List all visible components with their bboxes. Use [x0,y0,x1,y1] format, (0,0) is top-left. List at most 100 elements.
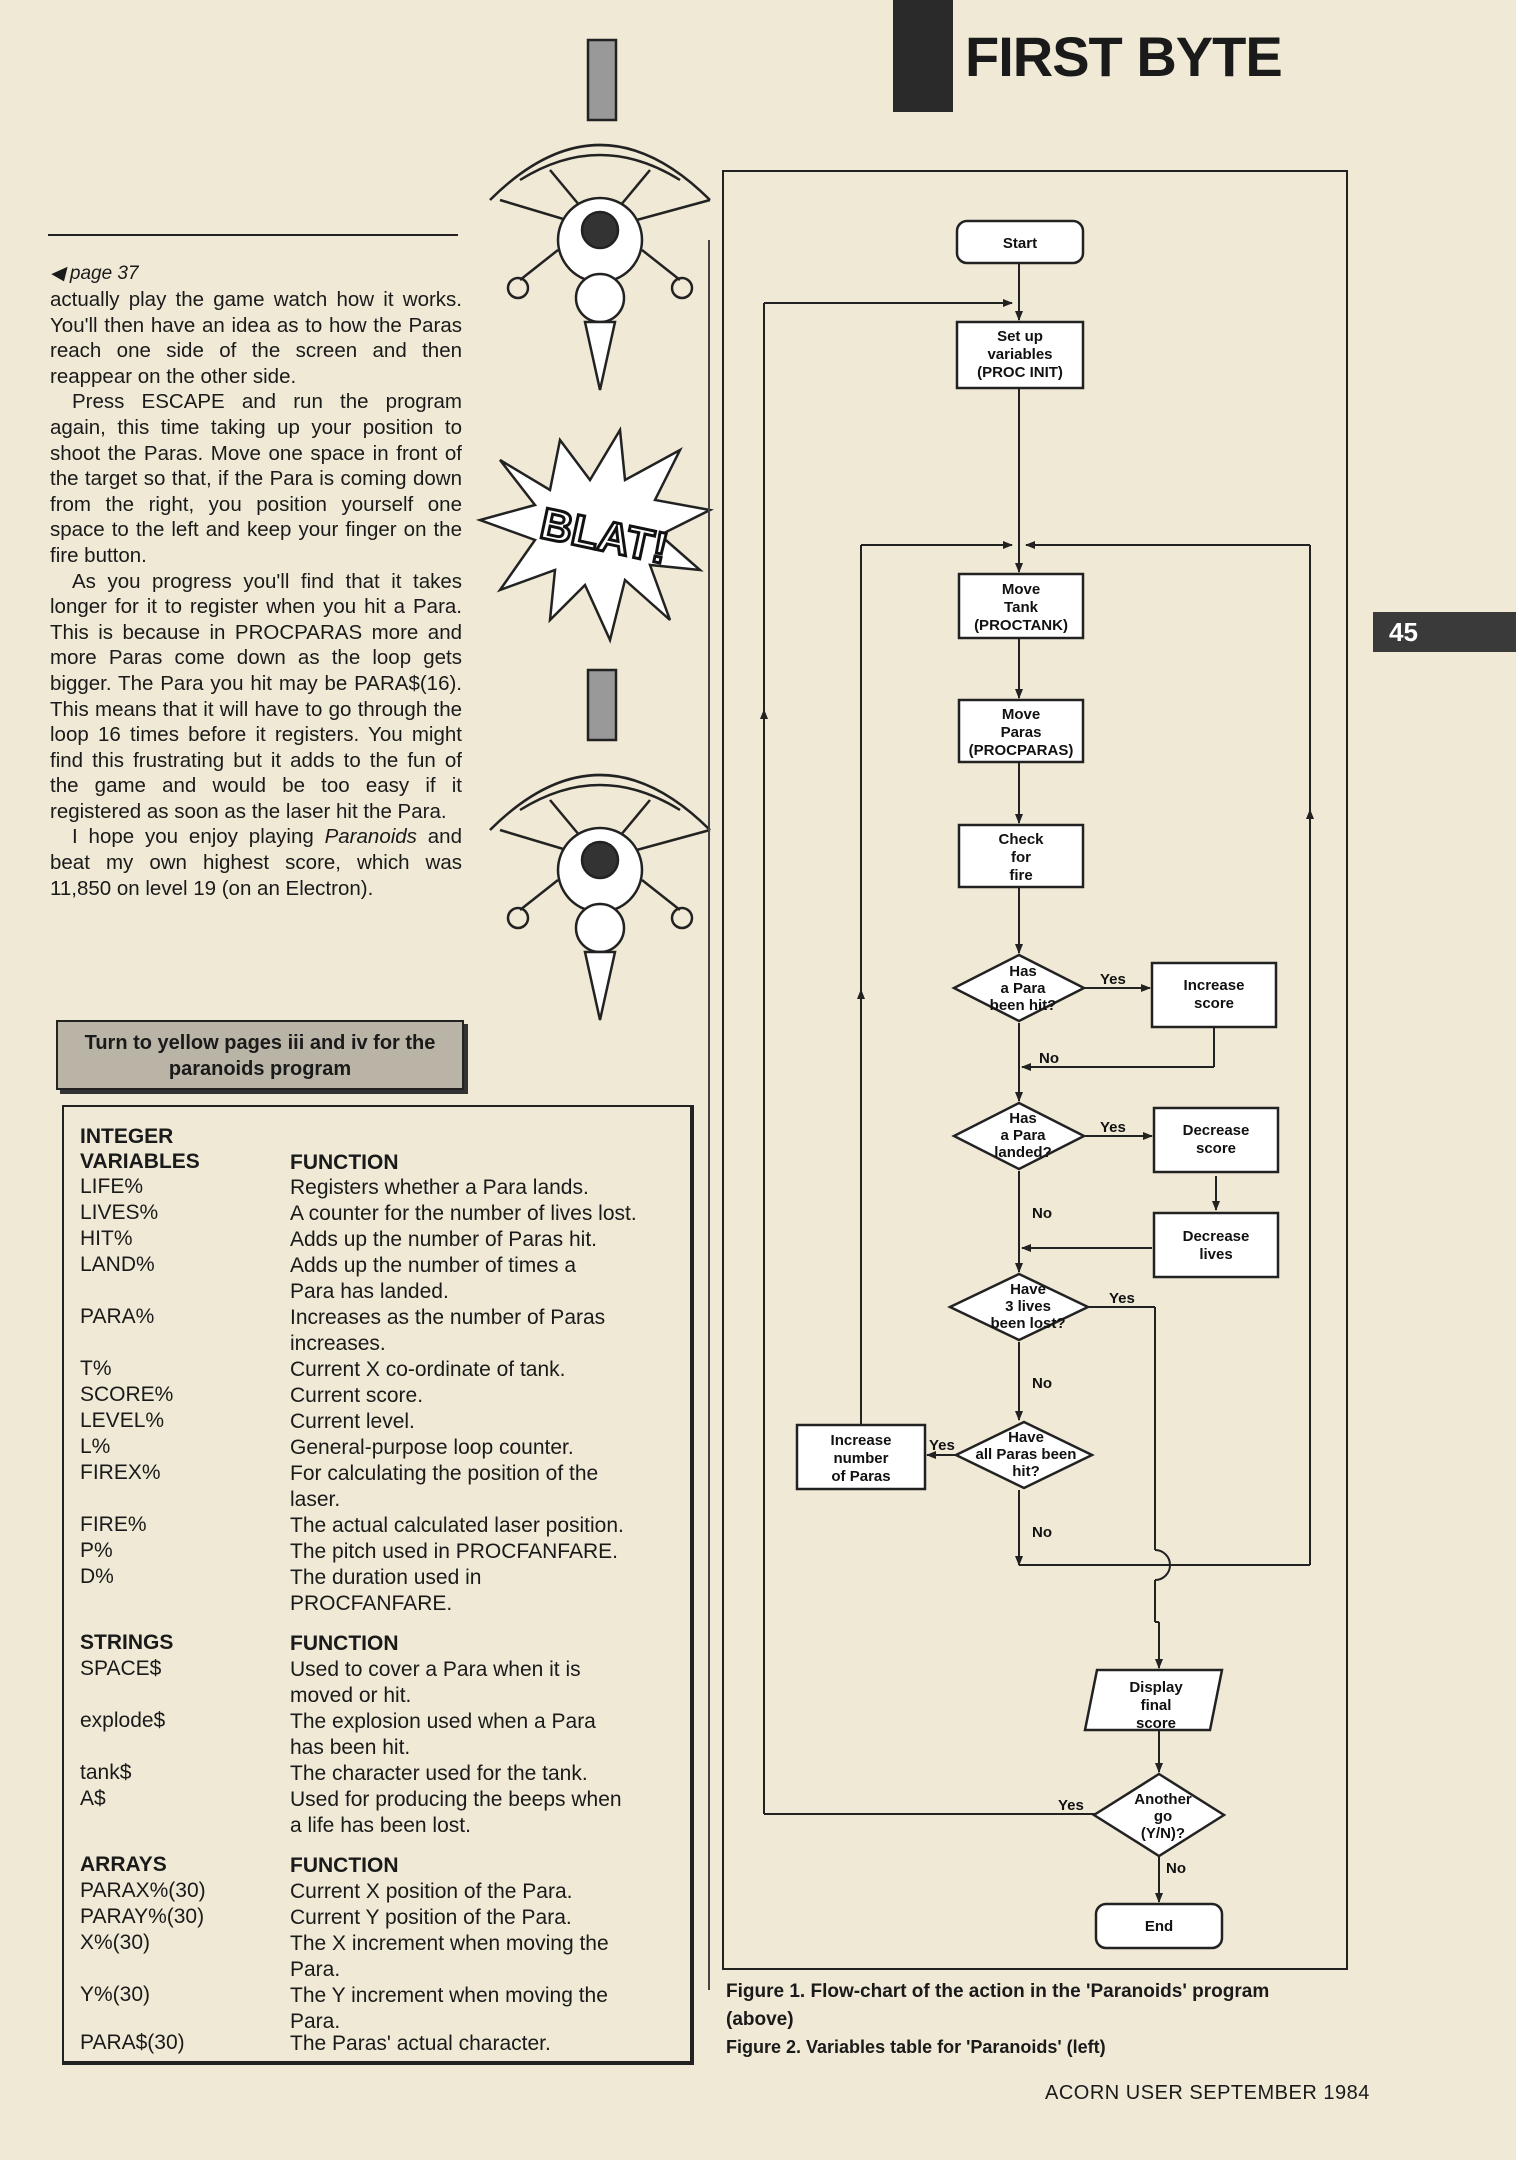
strings-heading: STRINGS [80,1631,174,1654]
svg-text:Decrease: Decrease [1183,1122,1250,1139]
svg-text:Yes: Yes [1100,971,1126,988]
start-label: Start [1003,235,1037,252]
svg-text:Move: Move [1002,706,1040,723]
svg-text:Display: Display [1129,1679,1183,1696]
increase-score-box [1150,961,1278,1029]
increase-paras-box [795,1423,927,1491]
svg-text:score: score [1196,1140,1236,1157]
svg-text:No: No [1032,1205,1052,1222]
svg-text:hit?: hit? [1012,1463,1040,1480]
svg-text:Move: Move [1002,581,1040,598]
svg-text:Yes: Yes [1100,1119,1126,1136]
landed-decision [951,1101,1087,1171]
paratrooper-illustrations: BLAT! [475,38,714,1021]
svg-text:been lost?: been lost? [990,1315,1065,1332]
flow-lines [760,263,1314,1903]
svg-text:Increase: Increase [1184,977,1245,994]
display-score-box [1083,1668,1224,1732]
end-terminal [1094,1902,1224,1950]
svg-text:fire: fire [1009,867,1032,884]
page-footer: ACORN USER SEPTEMBER 1984 [1045,2082,1370,2104]
figure-2-caption: Figure 2. Variables table for 'Paranoids… [726,2037,1106,2057]
section-title: FIRST BYTE [965,25,1283,88]
flow-branch-labels: Yes No Yes No Yes No Yes No Yes No [929,971,1186,1877]
header-bar [893,0,953,112]
article-paragraph-closing: I hope you enjoy playing Paranoids and b… [50,825,462,900]
svg-text:(PROC INIT): (PROC INIT) [977,364,1063,381]
move-tank-box [957,572,1085,640]
svg-text:of Paras: of Paras [831,1468,890,1485]
svg-text:Another: Another [1134,1791,1192,1808]
svg-text:Has: Has [1009,963,1037,980]
svg-text:Decrease: Decrease [1183,1228,1250,1245]
article-paragraph: Press ESCAPE and run the program again, … [50,390,462,567]
flowchart: Start Set up variables (PROC INIT) Move … [760,219,1314,1950]
svg-text:Has: Has [1009,1110,1037,1127]
svg-text:go: go [1154,1808,1172,1825]
svg-text:landed?: landed? [994,1144,1052,1161]
svg-text:Paras: Paras [1001,724,1042,741]
another-go-decision [1091,1772,1227,1858]
svg-text:(Y/N)?: (Y/N)? [1141,1825,1185,1842]
svg-text:No: No [1032,1524,1052,1541]
svg-text:Have: Have [1008,1429,1044,1446]
svg-text:number: number [833,1450,888,1467]
lives-decision [947,1272,1091,1342]
svg-text:all Paras been: all Paras been [976,1446,1077,1463]
article-paragraph: As you progress you'll find that it take… [50,569,462,823]
svg-text:lives: lives [1199,1246,1232,1263]
svg-text:final: final [1141,1697,1172,1714]
svg-text:Have: Have [1010,1281,1046,1298]
all-paras-decision [953,1420,1095,1490]
paratrooper-illustration-bottom [489,668,711,1021]
page-reference: ◀ page 37 [50,263,139,284]
arrays-heading: ARRAYS [80,1853,167,1876]
figure-1-caption: Figure 1. Flow-chart of the action in th… [726,1981,1270,2030]
hit-decision [951,953,1087,1023]
integer-heading: INTEGER [80,1125,174,1148]
svg-text:Set up: Set up [997,328,1043,345]
svg-text:(PROCTANK): (PROCTANK) [974,617,1068,634]
column-rule [48,234,458,236]
column-divider [708,240,710,1990]
decrease-lives-box [1152,1211,1280,1279]
function-heading: FUNCTION [290,1632,399,1655]
check-fire-box [957,823,1085,889]
svg-text:score: score [1136,1715,1176,1732]
program-note-box: Turn to yellow pages iii and iv for the … [56,1020,464,1090]
init-box [955,320,1085,390]
svg-text:variables: variables [987,346,1052,363]
page-number: 45 [1373,612,1516,652]
svg-text:Yes: Yes [929,1437,955,1454]
start-terminal [955,219,1085,265]
svg-text:(PROCPARAS): (PROCPARAS) [969,742,1074,759]
flow-text: Start Set up variables (PROC INIT) Move … [831,235,1250,1935]
paratrooper-illustration-top [489,38,711,391]
game-title: Paranoids [324,825,417,849]
svg-text:No: No [1032,1375,1052,1392]
function-heading: FUNCTION [290,1854,399,1877]
svg-text:score: score [1194,995,1234,1012]
svg-text:Yes: Yes [1058,1797,1084,1814]
svg-text:Tank: Tank [1004,599,1039,616]
svg-text:3 lives: 3 lives [1005,1298,1051,1315]
svg-text:a Para: a Para [1000,980,1046,997]
function-heading: FUNCTION [290,1151,399,1174]
svg-text:a Para: a Para [1000,1127,1046,1144]
svg-text:Yes: Yes [1109,1290,1135,1307]
move-paras-box [957,698,1085,764]
article-paragraph: actually play the game watch how it work… [50,288,462,388]
article-body: actually play the game watch how it work… [50,287,462,901]
svg-text:No: No [1166,1860,1186,1877]
end-label: End [1145,1918,1173,1935]
flow-shapes [795,219,1280,1950]
decrease-score-box [1152,1106,1280,1174]
blat-burst: BLAT! [475,426,714,644]
svg-text:No: No [1039,1050,1059,1067]
svg-text:been hit?: been hit? [990,997,1057,1014]
svg-text:for: for [1011,849,1031,866]
figure-frame [722,170,1348,1970]
svg-text:Check: Check [998,831,1044,848]
integer-heading: VARIABLES [80,1150,200,1173]
